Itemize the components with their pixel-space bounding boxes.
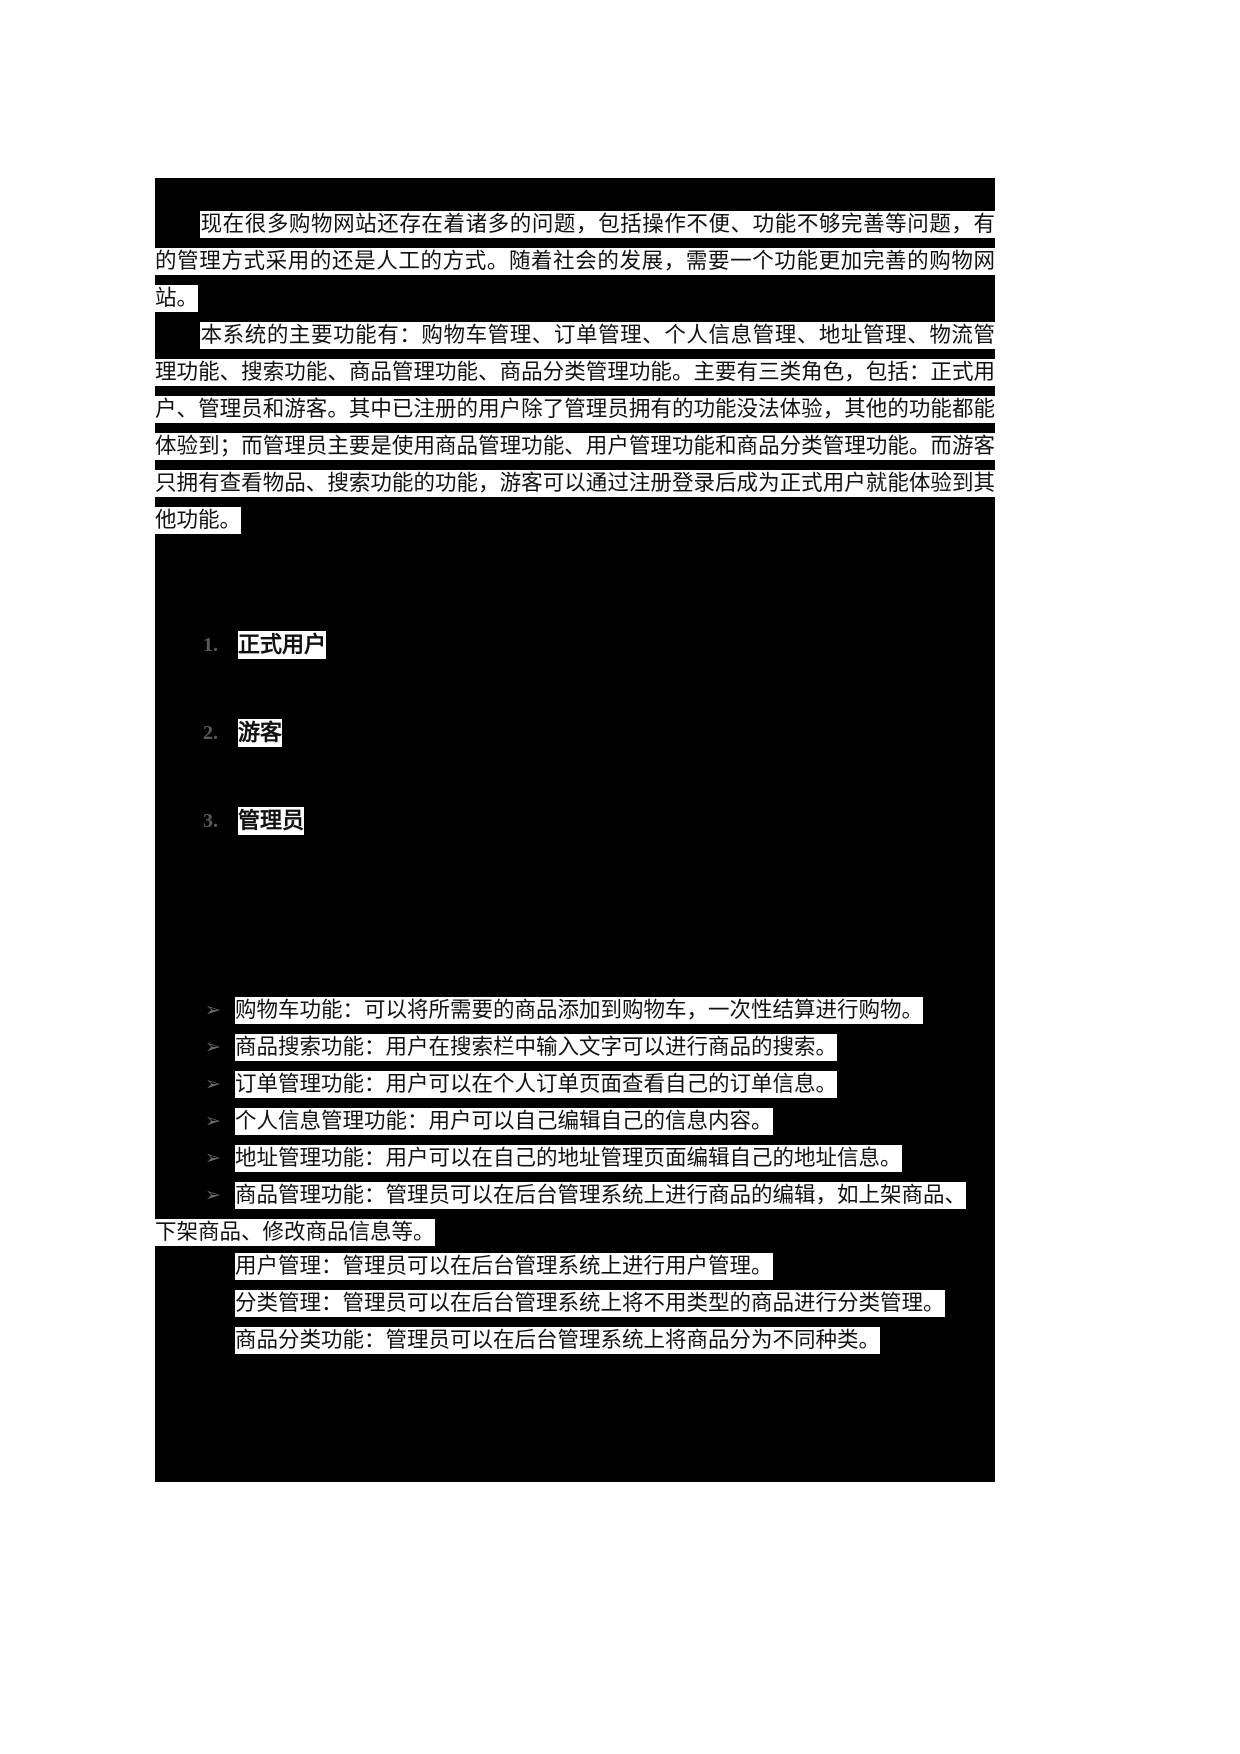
list-item-text: 商品搜索功能：用户在搜索栏中输入文字可以进行商品的搜索。 <box>235 1034 838 1061</box>
arrow-bullet-icon: ➢ <box>205 1185 221 1206</box>
arrow-bullet-icon: ➢ <box>205 1148 221 1169</box>
list-item-text: 分类管理：管理员可以在后台管理系统上将不用类型的商品进行分类管理。 <box>235 1290 945 1317</box>
list-item: 分类管理：管理员可以在后台管理系统上将不用类型的商品进行分类管理。 <box>155 1285 995 1322</box>
paragraph-features-text: 本系统的主要功能有：购物车管理、订单管理、个人信息管理、地址管理、物流管理功能、… <box>155 322 995 534</box>
list-item-label: 管理员 <box>238 807 305 835</box>
list-item: ➢ 商品搜索功能：用户在搜索栏中输入文字可以进行商品的搜索。 <box>155 1029 995 1066</box>
list-item: 1. 正式用户 <box>155 628 995 716</box>
list-item: ➢ 商品管理功能：管理员可以在后台管理系统上进行商品的编辑，如上架商品、 下架商… <box>155 1177 995 1251</box>
arrow-bullet-icon: ➢ <box>205 1074 221 1095</box>
arrow-bullet-icon: ➢ <box>205 1000 221 1021</box>
admin-plain-list: 用户管理：管理员可以在后台管理系统上进行用户管理。 分类管理：管理员可以在后台管… <box>155 1248 995 1359</box>
list-marker-number: 3. <box>203 810 218 832</box>
list-item-text: 购物车功能：可以将所需要的商品添加到购物车，一次性结算进行购物。 <box>235 997 924 1024</box>
list-item-text: 商品分类功能：管理员可以在后台管理系统上将商品分为不同种类。 <box>235 1327 881 1354</box>
list-item: 商品分类功能：管理员可以在后台管理系统上将商品分为不同种类。 <box>155 1322 995 1359</box>
list-item-wrapped-line-container: 下架商品、修改商品信息等。 <box>155 1214 995 1251</box>
list-item-label: 正式用户 <box>238 631 327 659</box>
paragraph-intro-text: 现在很多购物网站还存在着诸多的问题，包括操作不便、功能不够完善等问题，有的管理方… <box>155 211 995 312</box>
list-item-text: 用户管理：管理员可以在后台管理系统上进行用户管理。 <box>235 1253 773 1280</box>
feature-bullet-list: ➢ 购物车功能：可以将所需要的商品添加到购物车，一次性结算进行购物。 ➢ 商品搜… <box>155 992 995 1251</box>
list-item-text: 地址管理功能：用户可以在自己的地址管理页面编辑自己的地址信息。 <box>235 1145 902 1172</box>
body-paragraphs: 现在很多购物网站还存在着诸多的问题，包括操作不便、功能不够完善等问题，有的管理方… <box>155 206 995 539</box>
arrow-bullet-icon: ➢ <box>205 1037 221 1058</box>
list-item-text: 个人信息管理功能：用户可以自己编辑自己的信息内容。 <box>235 1108 773 1135</box>
list-item: 2. 游客 <box>155 716 995 804</box>
list-marker-number: 1. <box>203 634 218 656</box>
list-item-label: 游客 <box>238 719 283 747</box>
list-item: 用户管理：管理员可以在后台管理系统上进行用户管理。 <box>155 1248 995 1285</box>
list-marker-number: 2. <box>203 722 218 744</box>
list-item: ➢ 购物车功能：可以将所需要的商品添加到购物车，一次性结算进行购物。 <box>155 992 995 1029</box>
paragraph-features: 本系统的主要功能有：购物车管理、订单管理、个人信息管理、地址管理、物流管理功能、… <box>155 317 995 539</box>
list-item: ➢ 订单管理功能：用户可以在个人订单页面查看自己的订单信息。 <box>155 1066 995 1103</box>
paragraph-intro: 现在很多购物网站还存在着诸多的问题，包括操作不便、功能不够完善等问题，有的管理方… <box>155 206 995 317</box>
role-numbered-list: 1. 正式用户 2. 游客 3. 管理员 <box>155 628 995 882</box>
list-item: ➢ 个人信息管理功能：用户可以自己编辑自己的信息内容。 <box>155 1103 995 1140</box>
list-item: 3. 管理员 <box>155 804 995 882</box>
list-item: ➢ 地址管理功能：用户可以在自己的地址管理页面编辑自己的地址信息。 <box>155 1140 995 1177</box>
arrow-bullet-icon: ➢ <box>205 1111 221 1132</box>
list-item-text: 商品管理功能：管理员可以在后台管理系统上进行商品的编辑，如上架商品、 <box>235 1182 967 1209</box>
list-item-wrapped-text: 下架商品、修改商品信息等。 <box>155 1219 435 1246</box>
document-content-area: 现在很多购物网站还存在着诸多的问题，包括操作不便、功能不够完善等问题，有的管理方… <box>155 178 995 1482</box>
list-item-text: 订单管理功能：用户可以在个人订单页面查看自己的订单信息。 <box>235 1071 838 1098</box>
